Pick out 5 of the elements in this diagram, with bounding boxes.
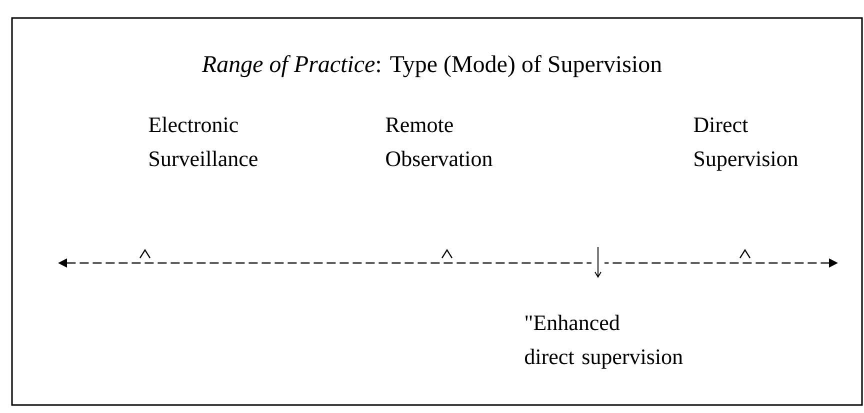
label: Remote Observation: [386, 118, 492, 166]
label: "Enhanced direct supervision: [525, 314, 683, 369]
label: Electronic Surveillance: [148, 116, 258, 166]
label: Direct Supervision: [694, 117, 798, 171]
title: Range of Practice: Type (Mode) of Supervision: [202, 55, 662, 78]
